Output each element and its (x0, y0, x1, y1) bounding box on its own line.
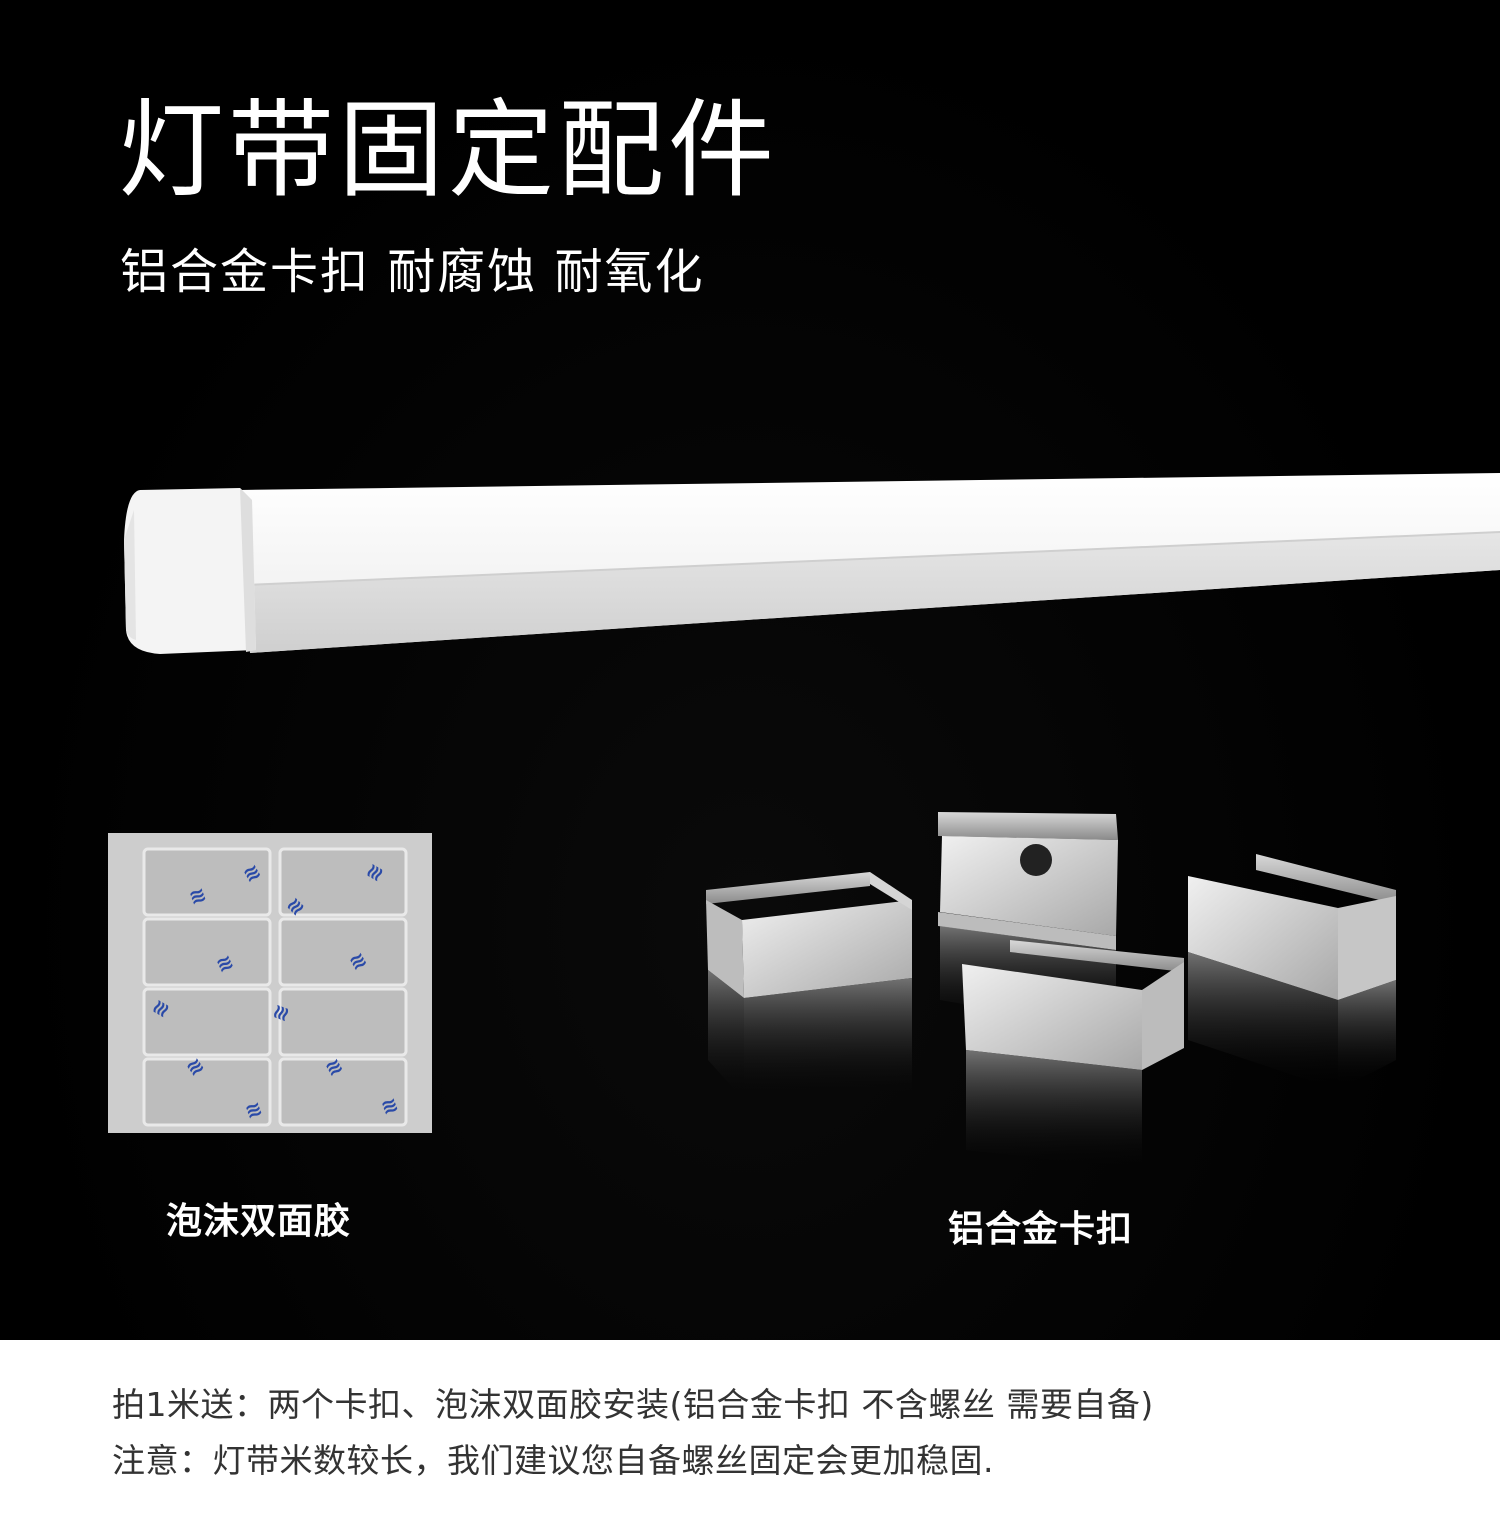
svg-text:≋: ≋ (186, 881, 210, 909)
svg-text:≋: ≋ (242, 1095, 266, 1123)
notes-panel (0, 1340, 1500, 1539)
svg-text:≋: ≋ (378, 1091, 402, 1119)
page-title: 灯带固定配件 (118, 89, 778, 212)
foam-tape-image: ≋ ≋ ≋ ≋ ≋ ≋ ≋ ≋ ≋ ≋ ≋ ≋ (108, 833, 432, 1133)
aluminum-clips-image (706, 812, 1396, 1170)
led-strip-image (124, 473, 1500, 654)
attention-note: 注意：灯带米数较长，我们建议您自备螺丝固定会更加稳固. (112, 1441, 994, 1480)
gift-note: 拍1米送：两个卡扣、泡沫双面胶安装(铝合金卡扣 不含螺丝 需要自备) (112, 1385, 1154, 1424)
svg-text:≋: ≋ (266, 1001, 294, 1025)
aluminum-clip-label: 铝合金卡扣 (948, 1209, 1134, 1250)
page-subtitle: 铝合金卡扣 耐腐蚀 耐氧化 (120, 244, 705, 300)
foam-tape-label: 泡沫双面胶 (166, 1201, 352, 1242)
